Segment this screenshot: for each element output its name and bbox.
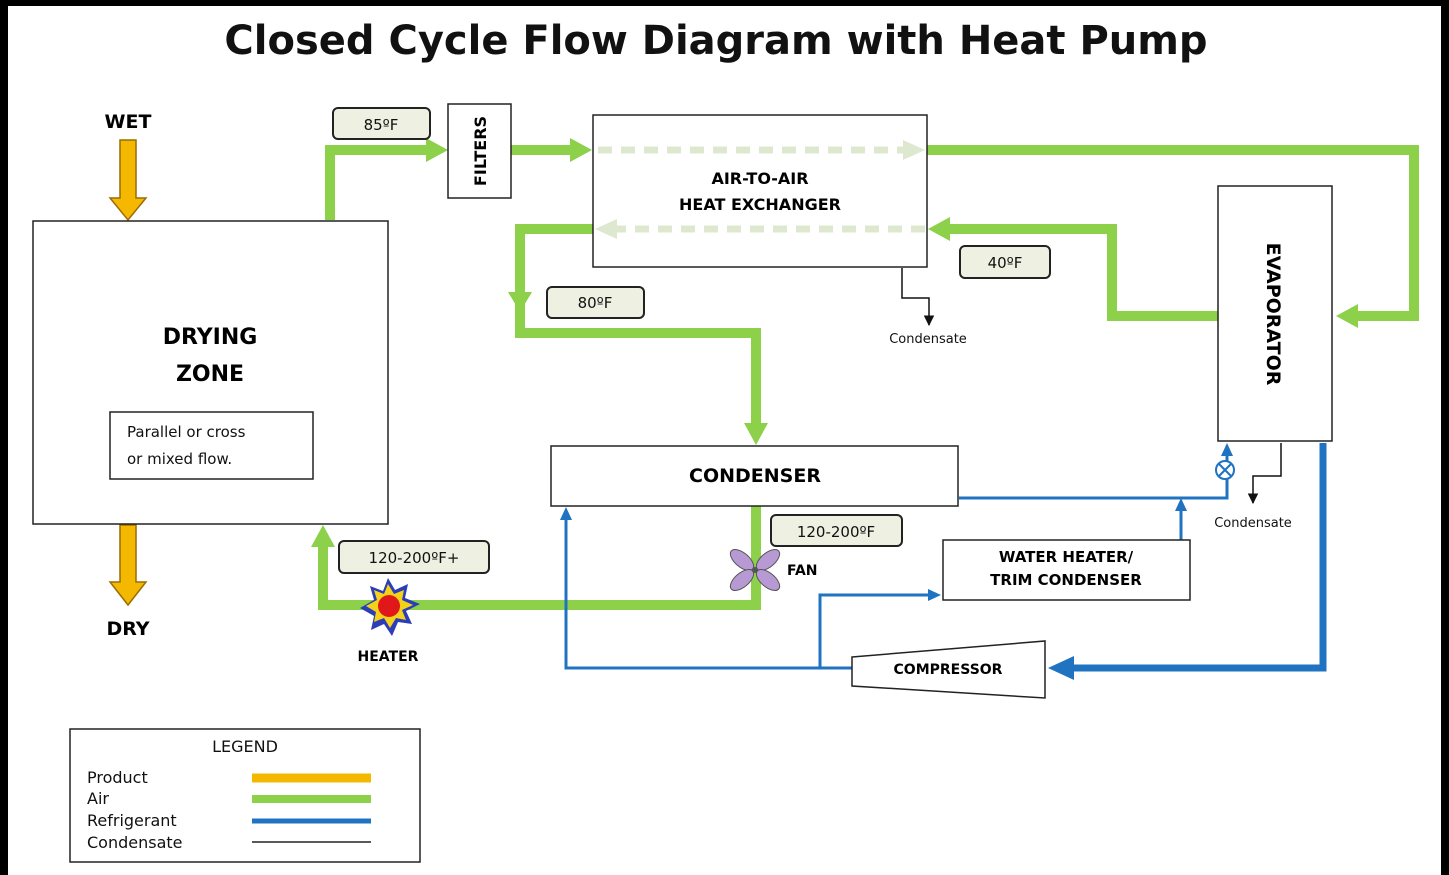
ref-arrow-to-compressor: [1048, 656, 1074, 680]
condensate-line-evap: [1247, 443, 1282, 505]
evaporator-box: [1217, 185, 1333, 442]
temp-40-label: 40ºF: [988, 254, 1023, 272]
air-arrow-to-condenser: [744, 423, 768, 445]
ref-arrow-to-evaporator: [1221, 443, 1233, 456]
product-arrow-wet: [108, 139, 148, 222]
dry-label: DRY: [106, 618, 149, 640]
condenser-label: CONDENSER: [689, 465, 821, 487]
air-arrow-evap-to-hx: [928, 217, 950, 241]
temp-85-label: 85ºF: [364, 116, 399, 134]
evaporator-label: EVAPORATOR: [1262, 243, 1284, 386]
air-arrow-to-filters: [426, 138, 448, 162]
ref-arrow-to-condenser: [560, 507, 572, 520]
temp-80-label: 80ºF: [578, 294, 613, 312]
diagram-title: Closed Cycle Flow Diagram with Heat Pump: [224, 18, 1207, 64]
filters-box: [447, 103, 512, 199]
condensate-label-evap: Condensate: [1214, 516, 1292, 531]
air-line-hx-to-condenser: [515, 224, 761, 425]
air-line-to-filters: [325, 145, 428, 220]
water-heater-label-2: TRIM CONDENSER: [990, 571, 1142, 589]
ref-line-condenser-to-evap: [959, 454, 1229, 500]
ref-line-evap-to-compressor: [1072, 443, 1327, 672]
temp-tag-120-200: [770, 514, 903, 547]
refrigerant-flow: [560, 443, 1327, 680]
ref-line-to-water-heater: [818, 593, 928, 668]
temp-120-200-plus-label: 120-200ºF+: [369, 549, 460, 567]
air-hx-arrow-bottom: [595, 219, 617, 239]
legend-label-refrigerant: Refrigerant: [87, 811, 177, 830]
water-heater-label-1: WATER HEATER/: [999, 548, 1134, 566]
air-line-to-evaporator: [927, 145, 1419, 321]
air-arrow-down-left: [508, 292, 532, 312]
legend-title: LEGEND: [212, 737, 278, 756]
drying-zone-label-1: DRYING: [163, 325, 258, 350]
flow-note-line-1: Parallel or cross: [127, 423, 246, 441]
condensate-flow: [901, 268, 1282, 505]
ref-arrow-to-water-heater: [928, 589, 941, 601]
ref-arrow-water-heater-up: [1175, 498, 1187, 511]
flow-note-line-2: or mixed flow.: [127, 450, 232, 468]
air-line-evap-to-hx: [948, 224, 1218, 321]
air-flow: [311, 138, 1419, 610]
temp-tag-85: [332, 107, 431, 140]
water-heater-box: [942, 539, 1191, 601]
flow-note-box: [109, 411, 314, 480]
compressor-label: COMPRESSOR: [894, 662, 1003, 678]
hx-label-1: AIR-TO-AIR: [711, 169, 808, 188]
legend: LEGEND Product Air Refrigerant Condensat…: [69, 728, 421, 863]
product-arrow-dry: [108, 524, 148, 607]
air-arrow-to-hx: [570, 138, 592, 162]
condensate-label-hx: Condensate: [889, 332, 967, 347]
temp-120-200-label: 120-200ºF: [797, 523, 875, 541]
temp-tag-80: [546, 286, 645, 319]
air-arrow-to-evaporator: [1336, 304, 1358, 328]
expansion-valve-icon: [1215, 460, 1235, 480]
heater-label: HEATER: [358, 649, 419, 665]
heater-icon: [360, 578, 420, 636]
legend-label-condensate: Condensate: [87, 833, 183, 852]
compressor-shape: [851, 640, 1046, 699]
legend-label-air: Air: [87, 789, 109, 808]
temp-tag-120-200-plus: [338, 540, 490, 574]
filters-label: FILTERS: [471, 116, 490, 186]
fan-label: FAN: [787, 563, 818, 579]
fan-icon: [729, 549, 781, 591]
condenser-box: [550, 445, 959, 507]
product-flow: [108, 139, 148, 607]
heat-exchanger-box: [592, 114, 928, 268]
temp-tag-40: [959, 245, 1051, 279]
wet-label: WET: [105, 111, 152, 133]
hx-label-2: HEAT EXCHANGER: [679, 195, 841, 214]
condensate-line-hx: [901, 268, 935, 327]
ref-line-compressor-to-condenser: [564, 520, 852, 670]
air-arrow-to-zone: [311, 525, 335, 547]
air-line-condenser-to-zone: [318, 506, 761, 610]
drying-zone-label-2: ZONE: [176, 362, 244, 387]
air-hx-arrow-top: [903, 140, 925, 160]
legend-label-product: Product: [87, 768, 148, 787]
